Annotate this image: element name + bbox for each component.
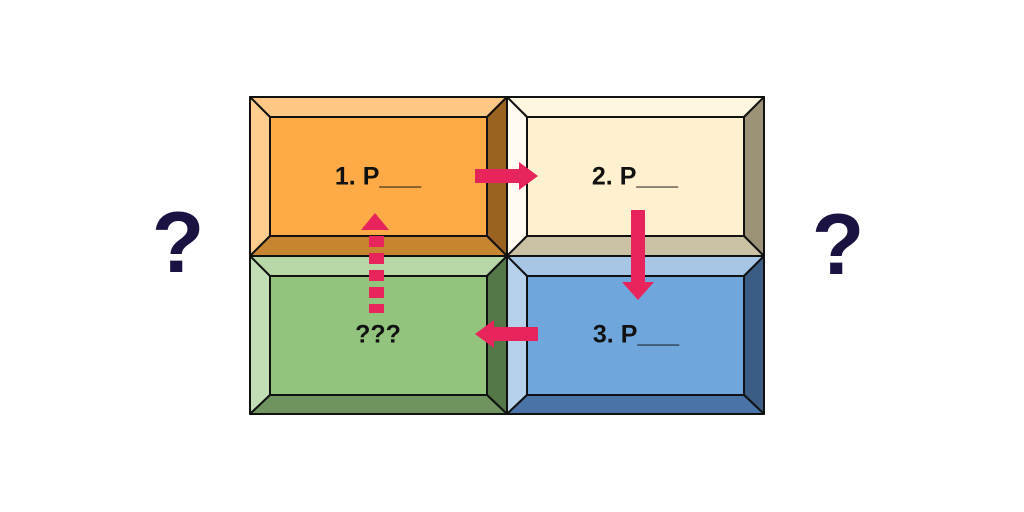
panel-2-label: 2. P___ [591, 162, 679, 191]
panel-1-face [269, 116, 488, 237]
dashed-arrow-up-icon [361, 213, 389, 313]
right-question-mark: ? [811, 197, 865, 293]
panel-2-bevel-top [506, 96, 765, 118]
arrow-right-icon [475, 162, 538, 190]
panel-4-bevel-left [249, 255, 271, 415]
arrow-left-icon [475, 320, 538, 348]
panel-4-label: ??? [355, 320, 401, 349]
panel-1-bevel-top [249, 96, 508, 118]
panel-1-label: 1. P___ [334, 162, 422, 191]
panel-3-bevel-right [743, 255, 765, 415]
panel-1-bevel-left [249, 96, 271, 257]
left-question-mark: ? [151, 195, 205, 291]
panel-3-bevel-bottom [506, 394, 765, 415]
arrow-down-icon [622, 210, 654, 300]
panel-4 [249, 255, 508, 415]
panel-2 [506, 96, 765, 257]
panel-4-bevel-bottom [249, 394, 508, 415]
panel-2-bevel-right [743, 96, 765, 257]
panel-3-label: 3. P___ [592, 320, 680, 349]
